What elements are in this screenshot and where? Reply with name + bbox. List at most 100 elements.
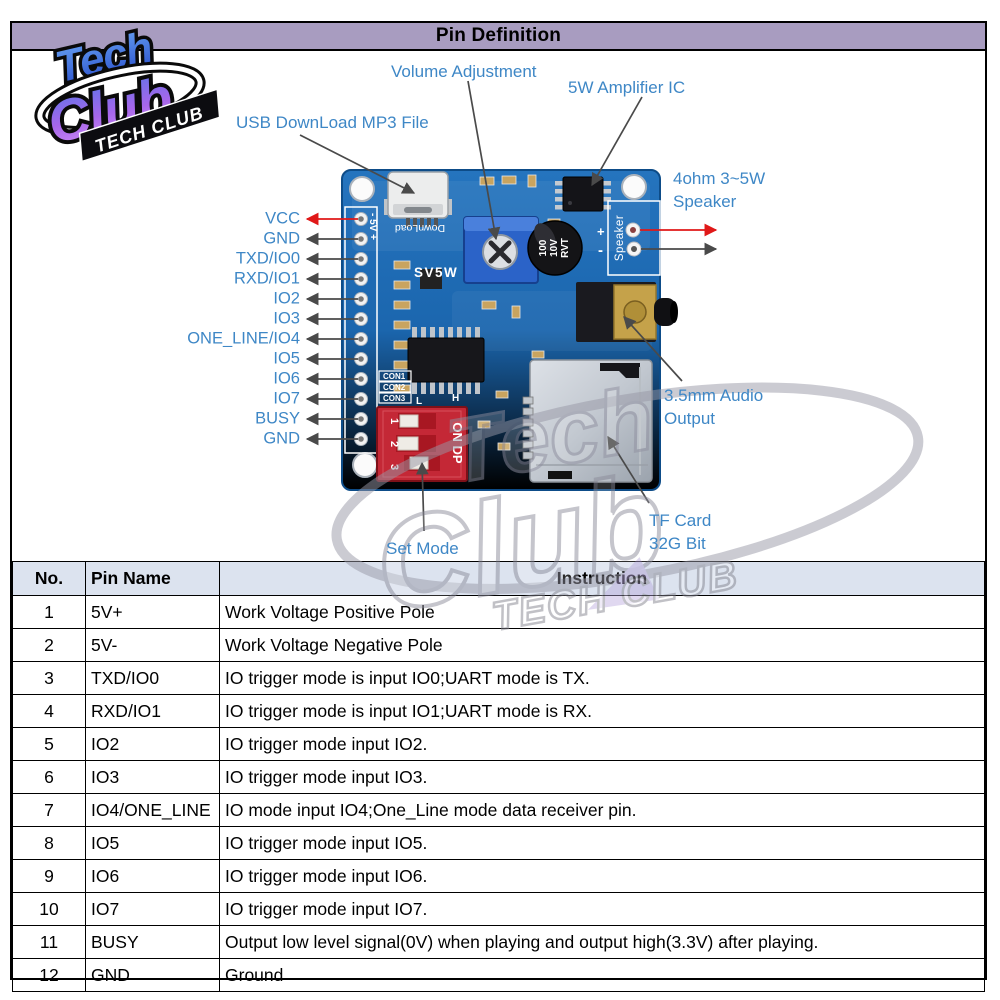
pin-label-8-io6: IO6	[273, 369, 300, 388]
page-title: Pin Definition	[435, 25, 562, 46]
dip-number-1: 1	[388, 418, 400, 424]
ic-pin	[421, 381, 426, 394]
cell-no: 8	[12, 826, 86, 860]
label-tf-line1: TF Card	[649, 511, 712, 530]
cell-no: 3	[12, 661, 86, 695]
content-frame: Pin Definition	[10, 19, 987, 992]
cell-pin: IO7	[85, 892, 220, 926]
ic-pin	[466, 381, 471, 394]
capacitor: 100 10V RVT	[527, 220, 583, 276]
label-audio-line1: 3.5mm Audio	[664, 386, 764, 405]
pin-label-10-busy: BUSY	[255, 409, 300, 428]
label-speaker-line2: Speaker	[673, 192, 737, 211]
ic-pin	[412, 327, 417, 340]
ic-pin	[430, 327, 435, 340]
silkscreen-con3: CON3	[383, 394, 406, 403]
cap-marking-2: 10V	[549, 239, 560, 257]
pcb-board-photo: - 5V + DownLoad	[299, 80, 718, 532]
silkscreen-l: L	[416, 396, 422, 407]
cell-instruction: IO trigger mode input IO5.	[219, 826, 985, 860]
cell-instruction: IO trigger mode input IO2.	[219, 727, 985, 761]
cell-instruction: IO mode input IO4;One_Line mode data rec…	[219, 793, 985, 827]
cell-no: 5	[12, 727, 86, 761]
pcb-photo-area: - 5V + DownLoad	[12, 51, 985, 561]
pin-hole-center	[358, 316, 364, 322]
cell-pin: BUSY	[85, 925, 220, 959]
ic-pin	[466, 327, 471, 340]
cell-instruction: Ground	[219, 958, 985, 992]
pin-hole-center	[358, 236, 364, 242]
pin-hole-center	[358, 216, 364, 222]
silkscreen-power: - 5V +	[367, 213, 378, 240]
col-header-pin-name: Pin Name	[85, 561, 220, 596]
arrow-amplifier	[591, 96, 643, 187]
ic-pin	[430, 381, 435, 394]
pin-label-2-txd-io0: TXD/IO0	[235, 249, 300, 268]
cell-no: 1	[12, 595, 86, 629]
cell-pin: IO4/ONE_LINE	[85, 793, 220, 827]
silkscreen-con2: CON2	[383, 383, 406, 392]
cell-pin: 5V-	[85, 628, 220, 662]
cell-no: 4	[12, 694, 86, 728]
arrow-usb	[299, 134, 416, 194]
audio-jack	[576, 282, 678, 342]
col-header-instruction: Instruction	[219, 561, 985, 596]
pin-hole-center	[358, 436, 364, 442]
table-header-row: No. Pin Name Instruction	[12, 561, 985, 596]
ic-pin	[439, 327, 444, 340]
cell-instruction: Work Voltage Negative Pole	[219, 628, 985, 662]
pin-hole-center	[358, 356, 364, 362]
ic-pin	[457, 327, 462, 340]
label-volume: Volume Adjustment	[391, 62, 537, 81]
ic-pin	[475, 327, 480, 340]
label-usb: USB DownLoad MP3 File	[236, 113, 429, 132]
pin-hole-center	[358, 276, 364, 282]
cap-marking-3: RVT	[560, 238, 571, 258]
pin-label-3-rxd-io1: RXD/IO1	[233, 269, 300, 288]
leader-arrows	[299, 80, 718, 532]
ic-pin	[475, 381, 480, 394]
label-tf-line2: 32G Bit	[649, 534, 706, 553]
cell-instruction: IO trigger mode input IO3.	[219, 760, 985, 794]
pin-label-1-gnd: GND	[263, 229, 300, 248]
cell-instruction: IO trigger mode is input IO1;UART mode i…	[219, 694, 985, 728]
cell-instruction: IO trigger mode input IO7.	[219, 892, 985, 926]
silkscreen-sv5w: SV5W	[414, 265, 458, 280]
cell-pin: RXD/IO1	[85, 694, 220, 728]
cell-instruction: Work Voltage Positive Pole	[219, 595, 985, 629]
pin-label-0-vcc: VCC	[265, 209, 300, 228]
cell-pin: 5V+	[85, 595, 220, 629]
cell-no: 10	[12, 892, 86, 926]
pin-hole-center	[358, 416, 364, 422]
cell-no: 11	[12, 925, 86, 959]
label-set-mode: Set Mode	[386, 539, 459, 558]
amplifier-ic	[555, 176, 611, 212]
cell-pin: IO5	[85, 826, 220, 860]
label-audio-line2: Output	[664, 409, 716, 428]
cell-pin: GND	[85, 958, 220, 992]
label-speaker: 4ohm 3~5W Speaker	[673, 167, 765, 213]
tf-card-slot	[522, 359, 653, 483]
cell-instruction: IO trigger mode is input IO0;UART mode i…	[219, 661, 985, 695]
silkscreen-con1: CON1	[383, 372, 406, 381]
pin-label-5-io3: IO3	[273, 309, 300, 328]
pin-label-6-one-line-io4: ONE_LINE/IO4	[187, 329, 300, 348]
cell-no: 12	[12, 958, 86, 992]
label-tf-card: TF Card 32G Bit	[649, 509, 711, 555]
cell-no: 6	[12, 760, 86, 794]
cell-pin: IO6	[85, 859, 220, 893]
pin-label-4-io2: IO2	[273, 289, 300, 308]
pin-hole-center	[358, 336, 364, 342]
pin-hole-center	[358, 396, 364, 402]
